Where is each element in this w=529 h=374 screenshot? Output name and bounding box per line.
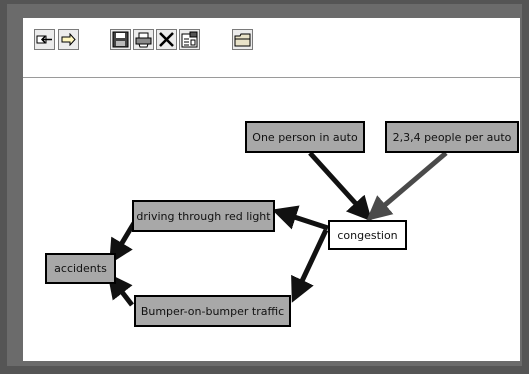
node-one-person-in-auto[interactable]: One person in auto: [245, 121, 365, 153]
floppy-disk-icon: [112, 31, 129, 48]
node-2-3-4-people-per-auto[interactable]: 2,3,4 people per auto: [385, 121, 519, 153]
open-button[interactable]: [232, 29, 253, 50]
window-frame: One person in auto 2,3,4 people per auto…: [7, 4, 522, 366]
diagram-canvas[interactable]: One person in auto 2,3,4 people per auto…: [23, 78, 520, 361]
node-congestion[interactable]: congestion: [328, 220, 407, 250]
x-icon: [158, 31, 175, 48]
properties-button[interactable]: [179, 29, 200, 50]
folder-icon: [234, 31, 251, 48]
back-arrow-icon: [36, 33, 53, 46]
toolbar: [23, 18, 520, 78]
toolbar-divider: [23, 77, 520, 78]
node-accidents[interactable]: accidents: [45, 253, 116, 284]
back-button[interactable]: [34, 29, 55, 50]
printer-icon: [135, 31, 152, 48]
edge-people-per-auto-to-congestion[interactable]: [366, 151, 448, 221]
edge-congestion-to-red-light[interactable]: [271, 205, 329, 231]
print-button[interactable]: [133, 29, 154, 50]
editor-panel: One person in auto 2,3,4 people per auto…: [23, 18, 520, 361]
node-driving-through-red-light[interactable]: driving through red light: [132, 200, 275, 232]
edge-congestion-to-bumper[interactable]: [291, 228, 329, 303]
form-icon: [181, 31, 198, 48]
forward-arrow-icon: [60, 33, 77, 46]
edge-red-light-to-accidents[interactable]: [109, 221, 137, 265]
node-bumper-on-bumper-traffic[interactable]: Bumper-on-bumper traffic: [134, 295, 291, 327]
forward-button[interactable]: [58, 29, 79, 50]
delete-button[interactable]: [156, 29, 177, 50]
edge-one-person-to-congestion[interactable]: [308, 151, 373, 222]
save-button[interactable]: [110, 29, 131, 50]
